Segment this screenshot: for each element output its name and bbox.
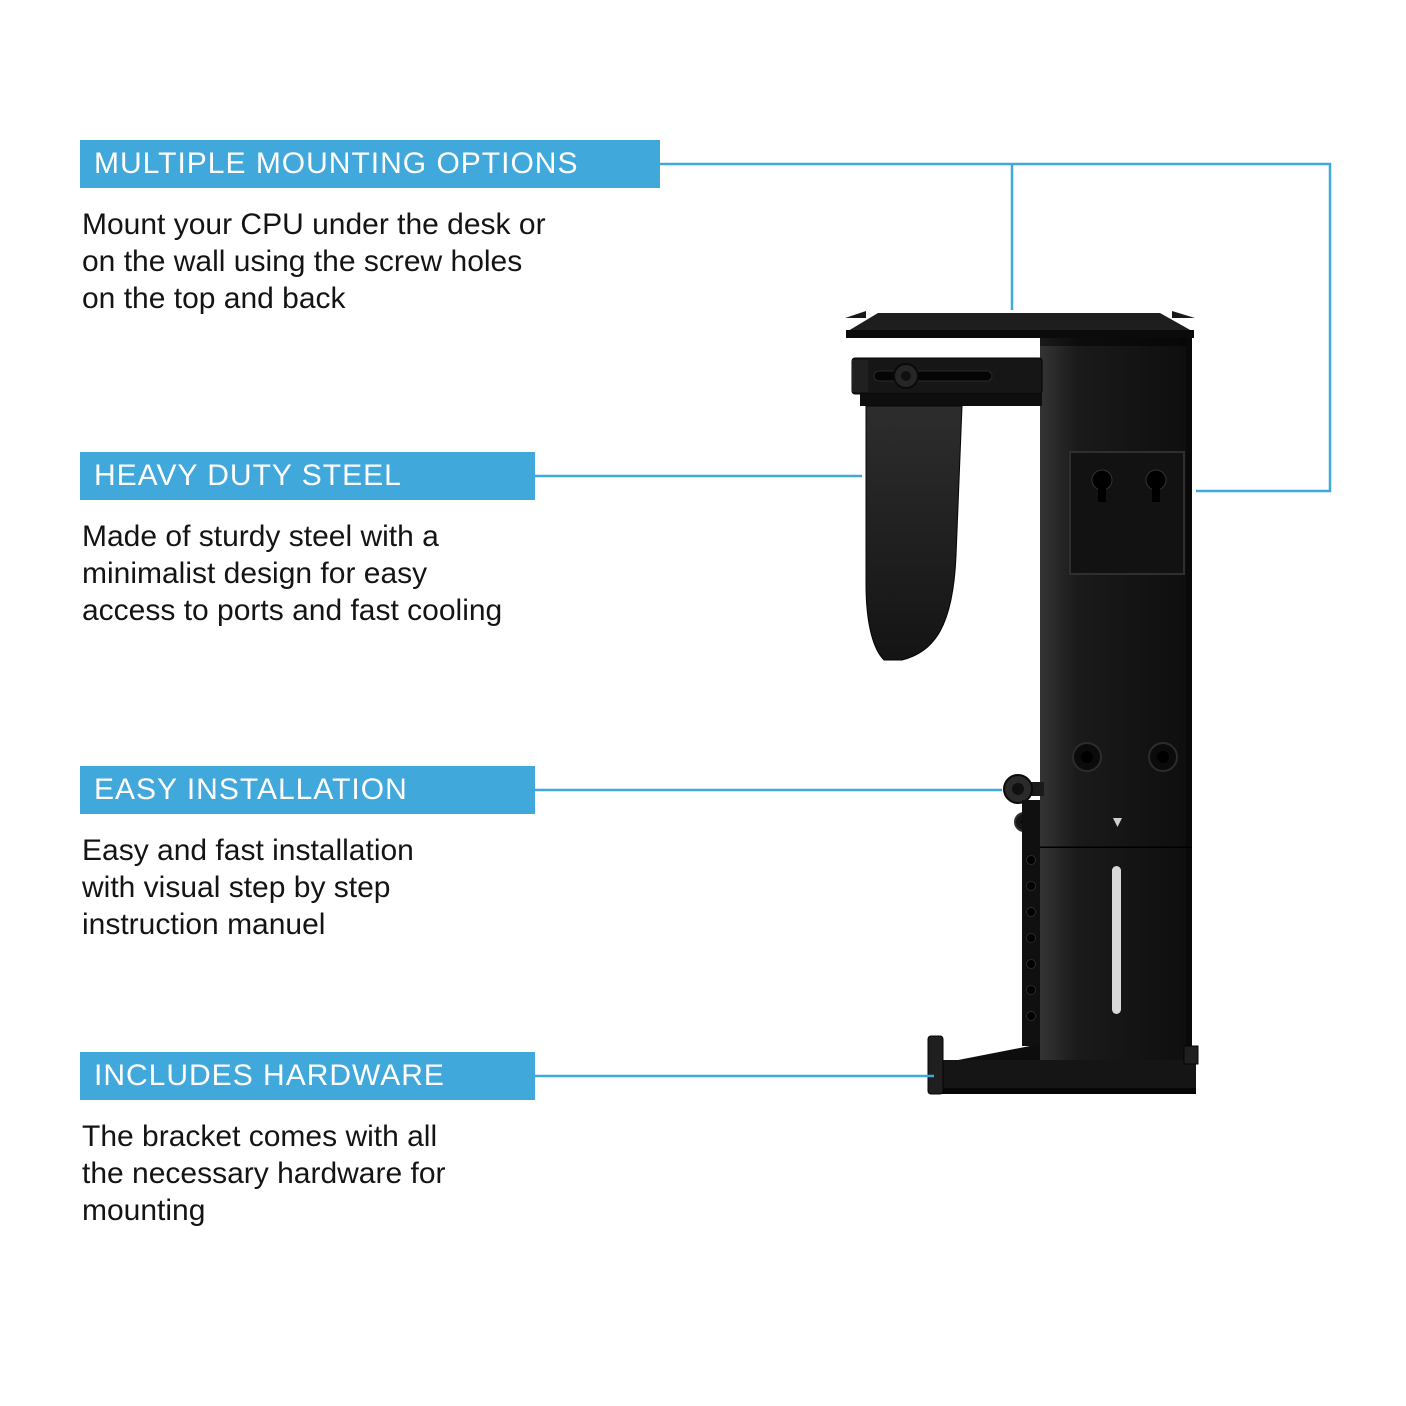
- cpu-mount-bracket-image: [845, 311, 1199, 1095]
- top-rail-assembly: [851, 357, 1043, 406]
- wall-mount-plate: [1069, 451, 1185, 575]
- feature-description: Mount your CPU under the desk or on the …: [82, 208, 546, 315]
- feature-title-bar: HEAVY DUTY STEEL: [80, 452, 535, 500]
- adjustment-knob: [1003, 774, 1044, 832]
- screw-grommets: [1072, 742, 1178, 827]
- keyhole-slot: [1091, 469, 1113, 502]
- feature-heavy-duty-steel: HEAVY DUTY STEEL Made of sturdy steel wi…: [80, 452, 680, 629]
- top-mounting-plate: [845, 311, 1195, 338]
- feature-title-bar: MULTIPLE MOUNTING OPTIONS: [80, 140, 660, 188]
- lower-sliding-column: [1022, 800, 1192, 1062]
- feature-description: Made of sturdy steel with a minimalist d…: [82, 520, 503, 627]
- feature-includes-hardware: INCLUDES HARDWARE The bracket comes with…: [80, 1052, 680, 1229]
- clamp-flap: [865, 405, 963, 661]
- bottom-holder-foot: [927, 1035, 1199, 1095]
- main-body-panel: [1040, 338, 1192, 850]
- feature-easy-installation: EASY INSTALLATION Easy and fast installa…: [80, 766, 680, 943]
- feature-description: Easy and fast installation with visual s…: [82, 834, 414, 941]
- feature-description: The bracket comes with all the necessary…: [82, 1120, 446, 1227]
- callout-line-multiple-mounting: [660, 162, 1332, 493]
- feature-title-bar: EASY INSTALLATION: [80, 766, 535, 814]
- feature-title-bar: INCLUDES HARDWARE: [80, 1052, 535, 1100]
- feature-multiple-mounting-options: MULTIPLE MOUNTING OPTIONS Mount your CPU…: [80, 140, 740, 317]
- keyhole-slot: [1145, 469, 1167, 502]
